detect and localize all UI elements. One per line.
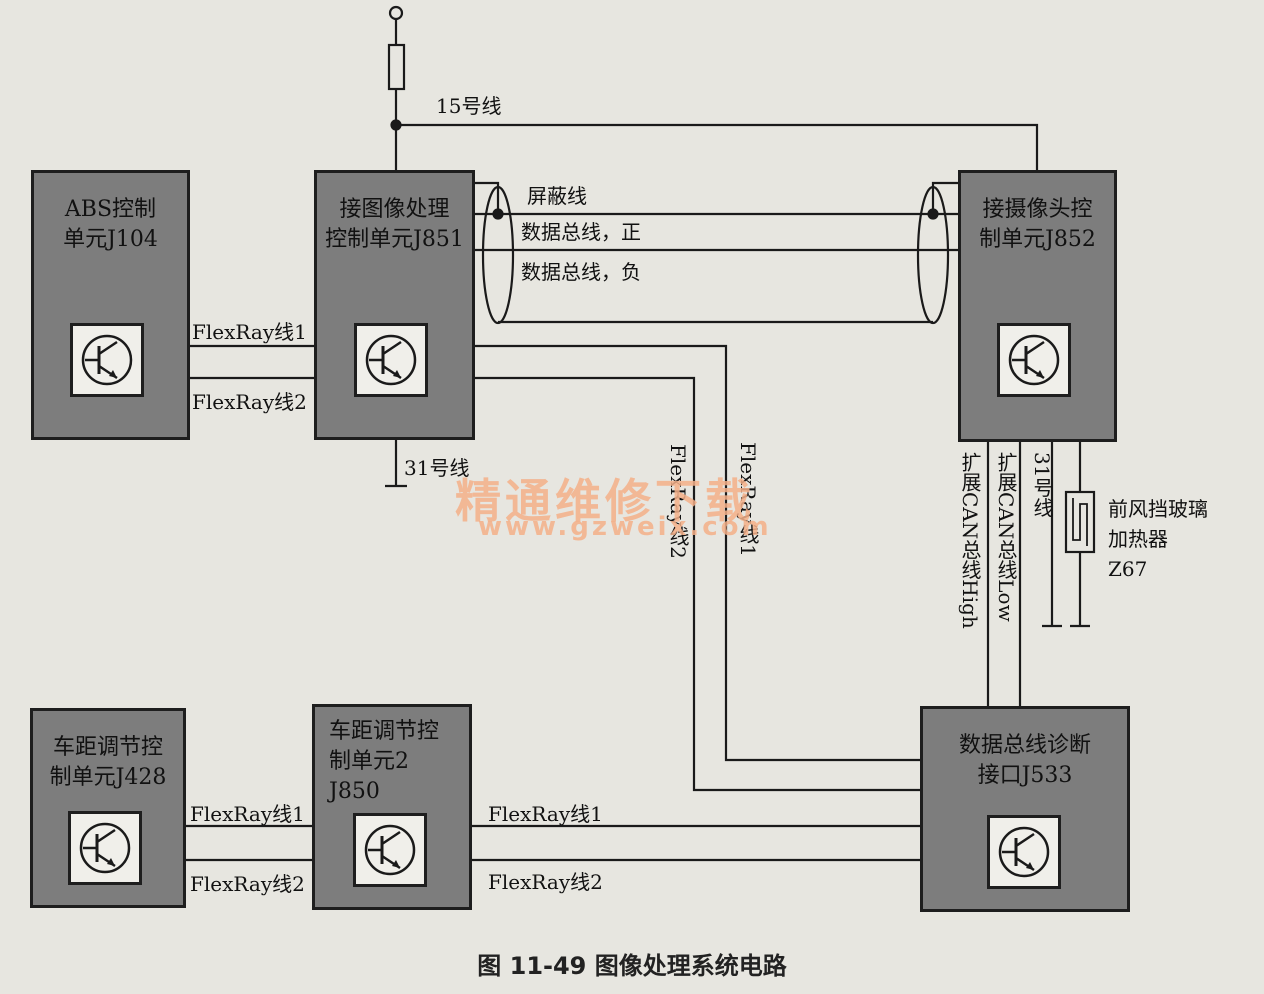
fuse (387, 43, 406, 91)
can-high-label: 扩展CAN总线High (958, 452, 982, 629)
transistor-icon (70, 323, 144, 397)
line15-label: 15号线 (436, 94, 502, 118)
abs-title: ABS控制 单元J104 (63, 197, 158, 252)
j852-control-unit: 接摄像头控 制单元J852 (958, 170, 1117, 442)
j428-title: 车距调节控 制单元J428 (49, 735, 167, 790)
flexray2-abs-label: FlexRay线2 (192, 390, 307, 414)
shield-wire-right (931, 181, 960, 214)
j850-title: 车距调节控 制单元2 J850 (329, 719, 440, 804)
watermark-url: www.gzweix.com (478, 512, 772, 542)
watermark-text: 精通维修下载 (455, 474, 755, 528)
transistor-icon (987, 815, 1061, 889)
can-low-label: 扩展CAN总线Low (994, 452, 1018, 622)
flexray1-j850-label: FlexRay线1 (488, 802, 603, 826)
flexray2-vertical-label: FlexRay线2 (666, 444, 690, 559)
figure-caption: 图 11-49 图像处理系统电路 (477, 952, 787, 980)
flexray1-j428-label: FlexRay线1 (190, 802, 305, 826)
line15-wire (396, 123, 1039, 172)
transistor-icon (354, 323, 428, 397)
transistor-icon (997, 323, 1071, 397)
abs-control-unit: ABS控制 单元J104 (31, 170, 190, 440)
transistor-icon (353, 813, 427, 887)
flexray1-vertical-label: FlexRay线1 (736, 442, 760, 557)
j850-control-unit: 车距调节控 制单元2 J850 (312, 704, 472, 910)
data-bus-neg-label: 数据总线，负 (521, 260, 641, 284)
j852-title: 接摄像头控 制单元J852 (979, 197, 1096, 252)
line31-left-label: 31号线 (404, 456, 470, 480)
heater-coil (1072, 498, 1088, 546)
j533-title: 数据总线诊断 接口J533 (958, 733, 1091, 788)
flexray1-abs-label: FlexRay线1 (192, 320, 307, 344)
flexray1-j851-j533 (473, 344, 922, 762)
transistor-icon (68, 811, 142, 885)
shield-label: 屏蔽线 (527, 184, 587, 208)
flexray2-j428-label: FlexRay线2 (190, 872, 305, 896)
line31-right-label: 31号线 (1030, 452, 1054, 518)
j851-title: 接图像处理 控制单元J851 (325, 197, 464, 252)
data-bus-pos-label: 数据总线，正 (521, 220, 641, 244)
j428-control-unit: 车距调节控 制单元J428 (30, 708, 186, 908)
shield-wire (473, 181, 500, 214)
heater-label: 前风挡玻璃 加热器 Z67 (1108, 497, 1208, 581)
j851-control-unit: 接图像处理 控制单元J851 (314, 170, 475, 440)
flexray2-j850-label: FlexRay线2 (488, 870, 603, 894)
j533-diagnostic-interface: 数据总线诊断 接口J533 (920, 706, 1130, 912)
supply-terminal (388, 5, 404, 21)
flexray2-j851-j533 (473, 376, 922, 792)
